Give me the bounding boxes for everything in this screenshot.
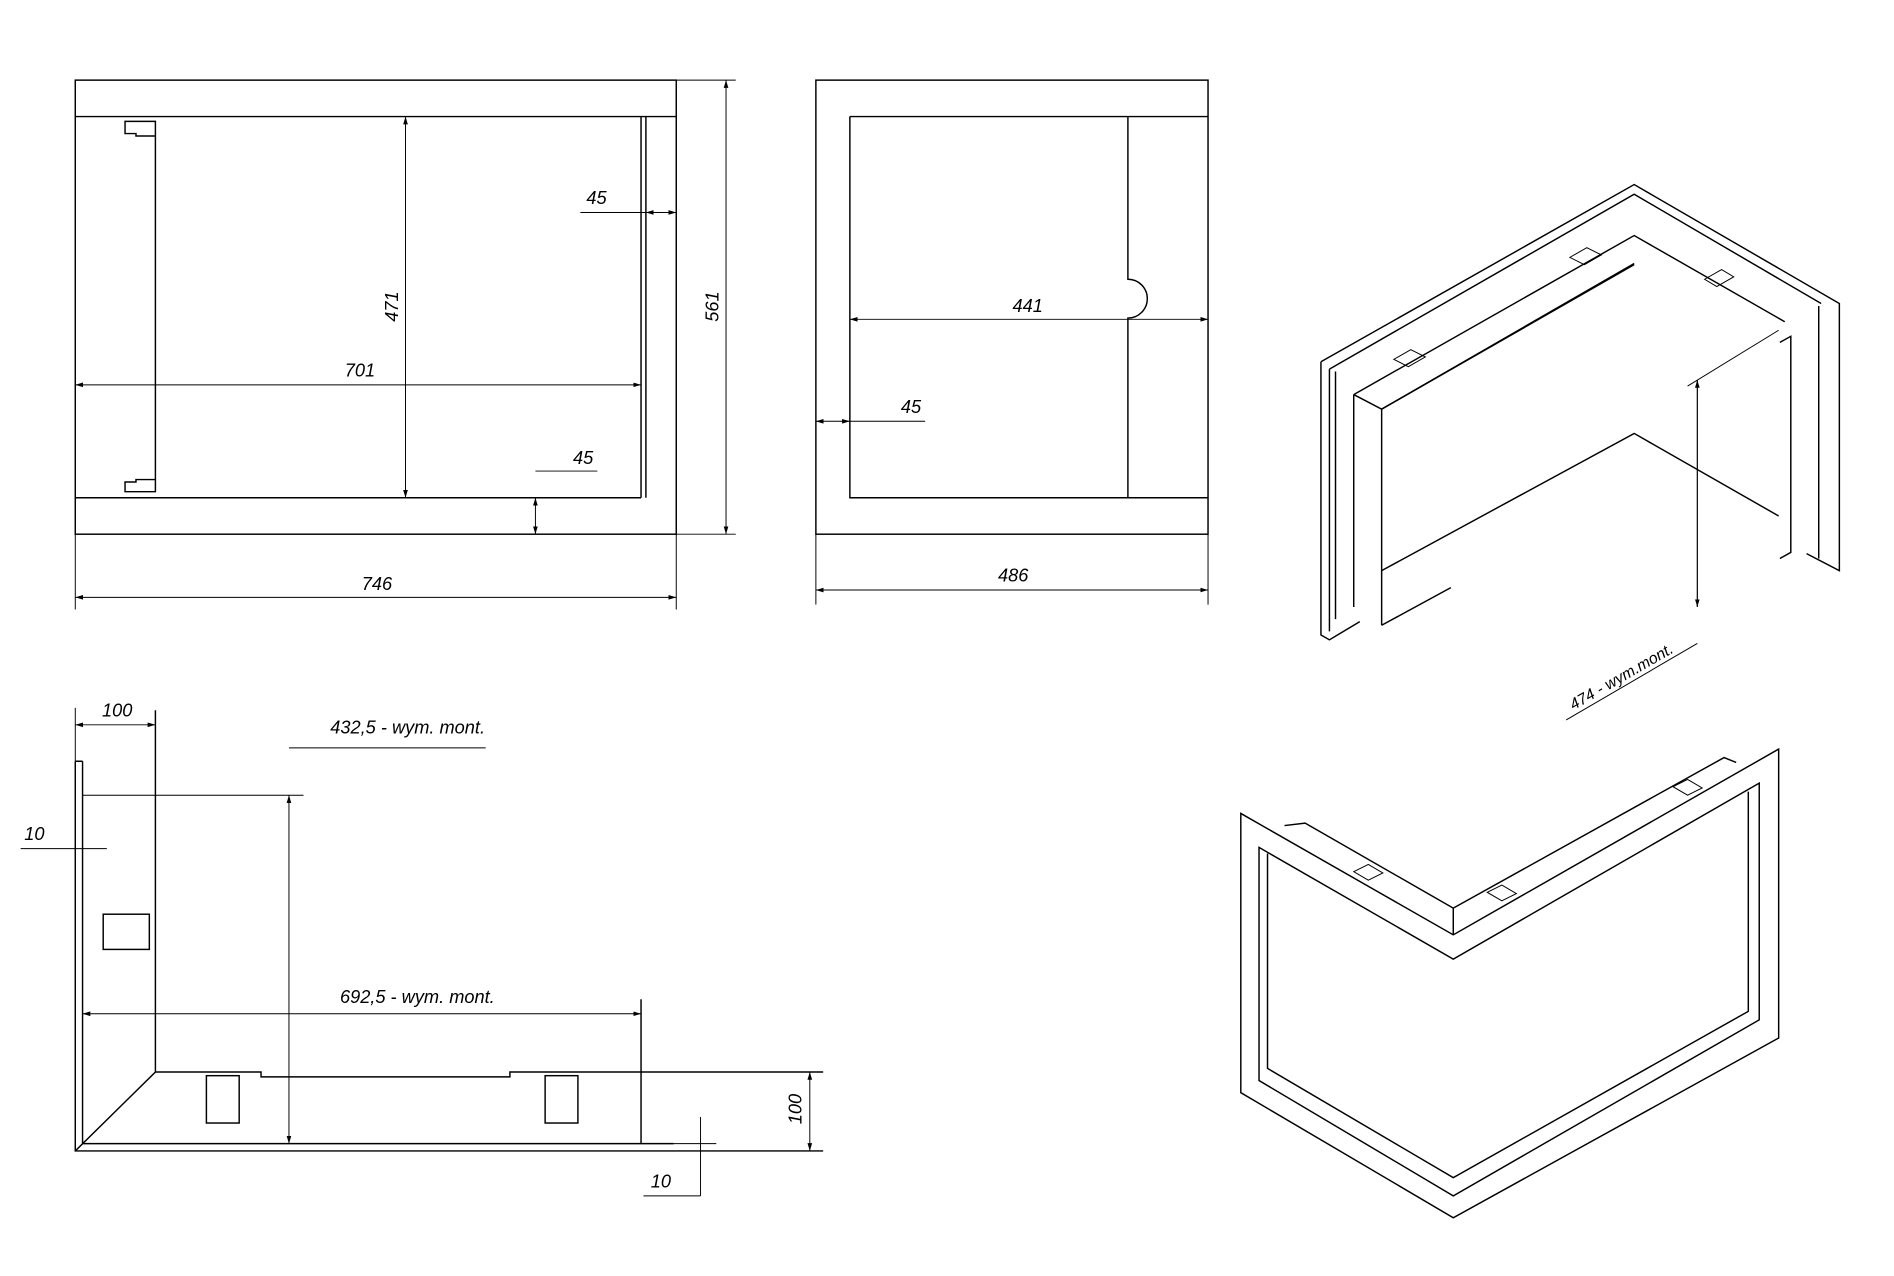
dim-45-bottom: 45 xyxy=(573,448,594,468)
front-view: 471 701 45 45 561 746 xyxy=(74,79,736,610)
dim-432-5: 432,5 - wym. mont. xyxy=(330,717,485,737)
dim-100-right: 100 xyxy=(785,1094,805,1124)
plan-view: 100 432,5 - wym. mont. 10 692,5 - wym. m… xyxy=(20,700,824,1197)
dim-100-top: 100 xyxy=(102,700,132,720)
dim-486: 486 xyxy=(998,566,1029,586)
dim-10-left: 10 xyxy=(24,824,44,844)
isometric-view-back: 474 - wym.mont. xyxy=(1320,183,1841,721)
dim-441: 441 xyxy=(1013,296,1043,316)
dim-692-5: 692,5 - wym. mont. xyxy=(340,987,495,1007)
dim-746: 746 xyxy=(362,574,393,594)
isometric-view-front xyxy=(1240,747,1780,1219)
side-view: 441 45 486 xyxy=(815,79,1209,605)
dim-561: 561 xyxy=(703,291,723,321)
dim-45-front: 45 xyxy=(901,397,922,417)
dim-471: 471 xyxy=(382,291,402,321)
dim-474: 474 - wym.mont. xyxy=(1567,641,1676,714)
dim-45-side: 45 xyxy=(586,188,607,208)
dim-10-bottom: 10 xyxy=(651,1171,671,1191)
dim-701: 701 xyxy=(345,360,375,380)
